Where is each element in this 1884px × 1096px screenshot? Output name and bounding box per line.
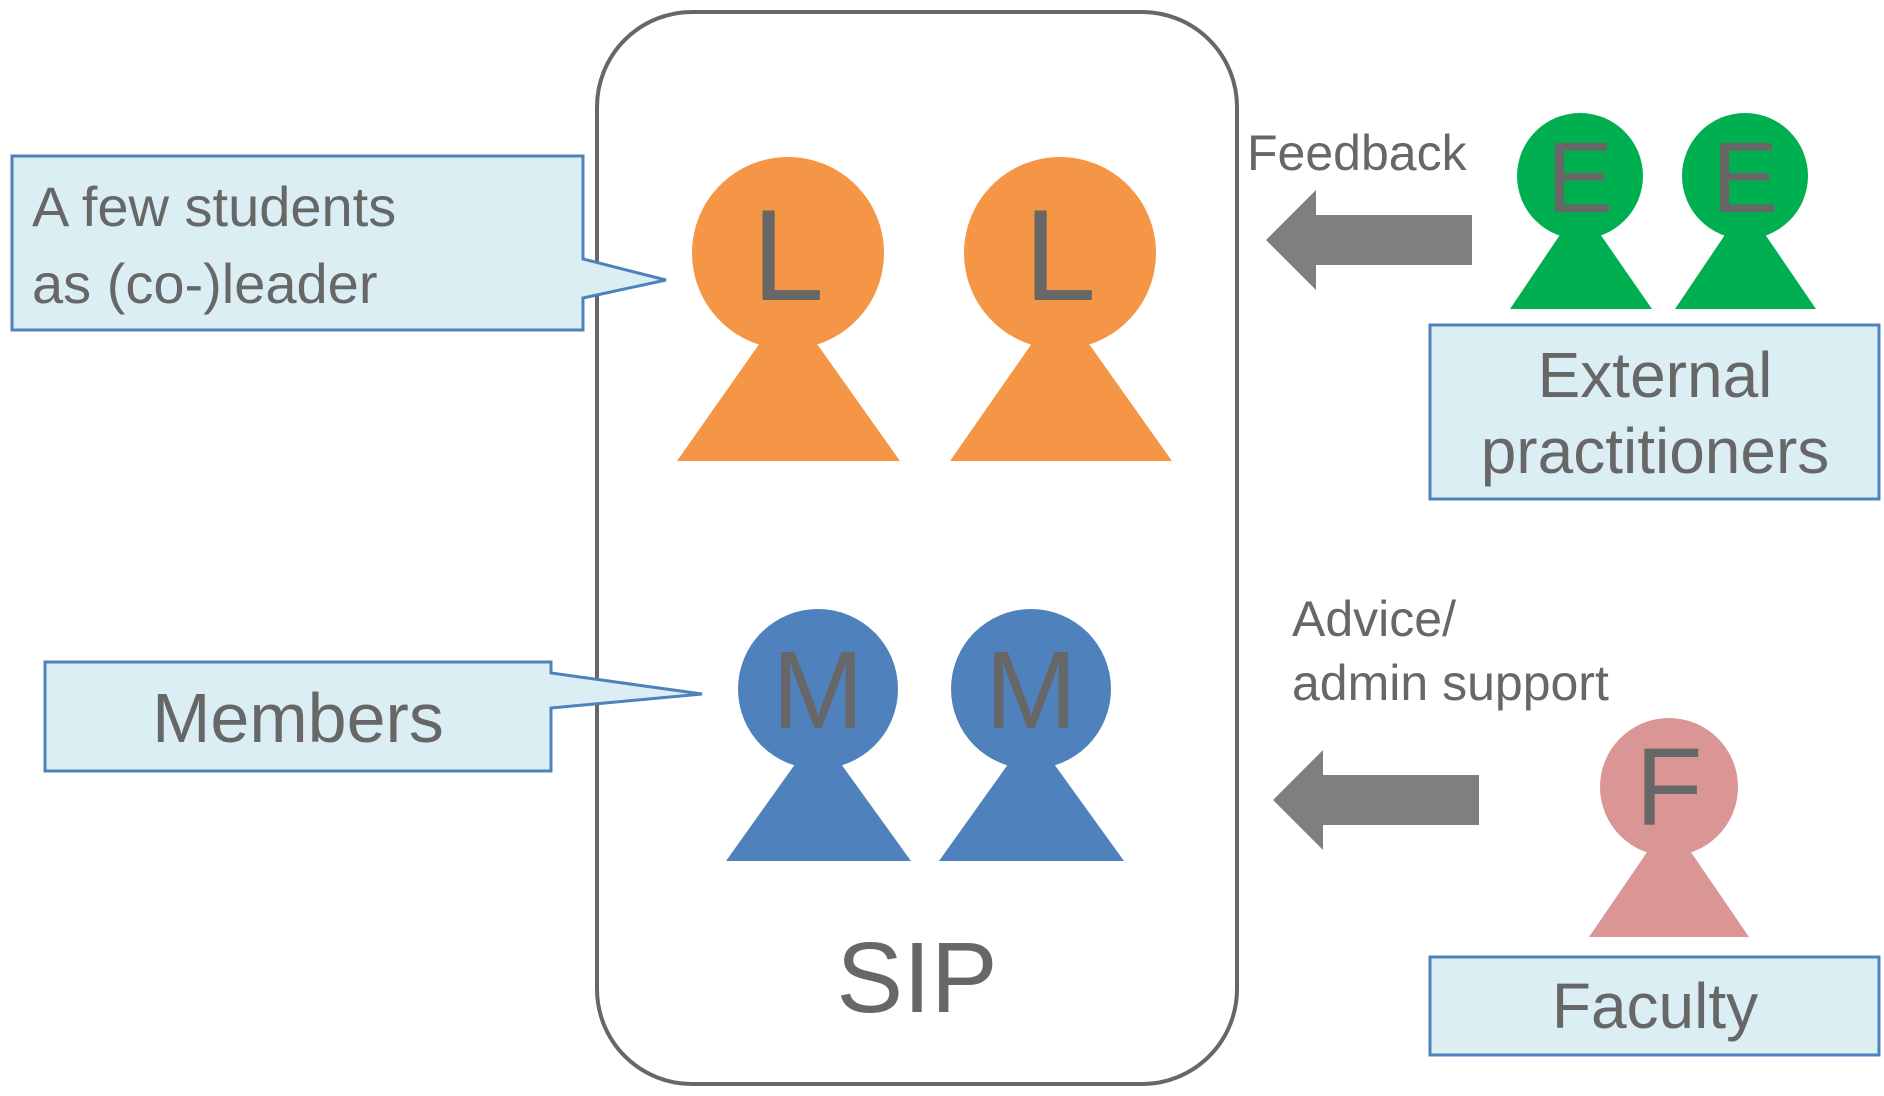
leader-figure-letter: L	[1024, 182, 1096, 328]
member-figure-letter: M	[772, 629, 864, 752]
external-callout-line1: External	[1538, 339, 1773, 411]
sip-label: SIP	[836, 922, 997, 1034]
member-figure-letter: M	[985, 629, 1077, 752]
external-figure-letter: E	[1547, 122, 1614, 234]
leader-callout-line2: as (co-)leader	[32, 252, 377, 315]
faculty-figure-letter: F	[1635, 726, 1702, 849]
feedback-arrow	[1266, 190, 1472, 290]
faculty-callout-text: Faculty	[1552, 970, 1758, 1042]
feedback-label: Feedback	[1247, 125, 1468, 181]
members-callout-text: Members	[152, 679, 444, 757]
external-figure-letter: E	[1712, 122, 1779, 234]
leader-callout: A few students as (co-)leader	[10, 154, 667, 332]
member-figure: M	[939, 609, 1124, 861]
external-callout-line2: practitioners	[1481, 415, 1830, 487]
faculty-callout: Faculty	[1428, 955, 1881, 1057]
external-callout: External practitioners	[1428, 323, 1881, 501]
advice-label-line2: admin support	[1292, 655, 1609, 711]
members-callout: Members	[43, 660, 703, 773]
leader-figure-letter: L	[752, 182, 824, 328]
advice-arrow	[1273, 750, 1479, 850]
leader-callout-line1: A few students	[32, 175, 396, 238]
external-figure: E	[1510, 113, 1652, 309]
faculty-figure: F	[1589, 718, 1749, 937]
leader-figure: L	[950, 157, 1172, 461]
leader-figure: L	[677, 157, 900, 461]
external-figure: E	[1675, 113, 1816, 309]
advice-label-line1: Advice/	[1292, 591, 1456, 647]
member-figure: M	[726, 609, 911, 861]
